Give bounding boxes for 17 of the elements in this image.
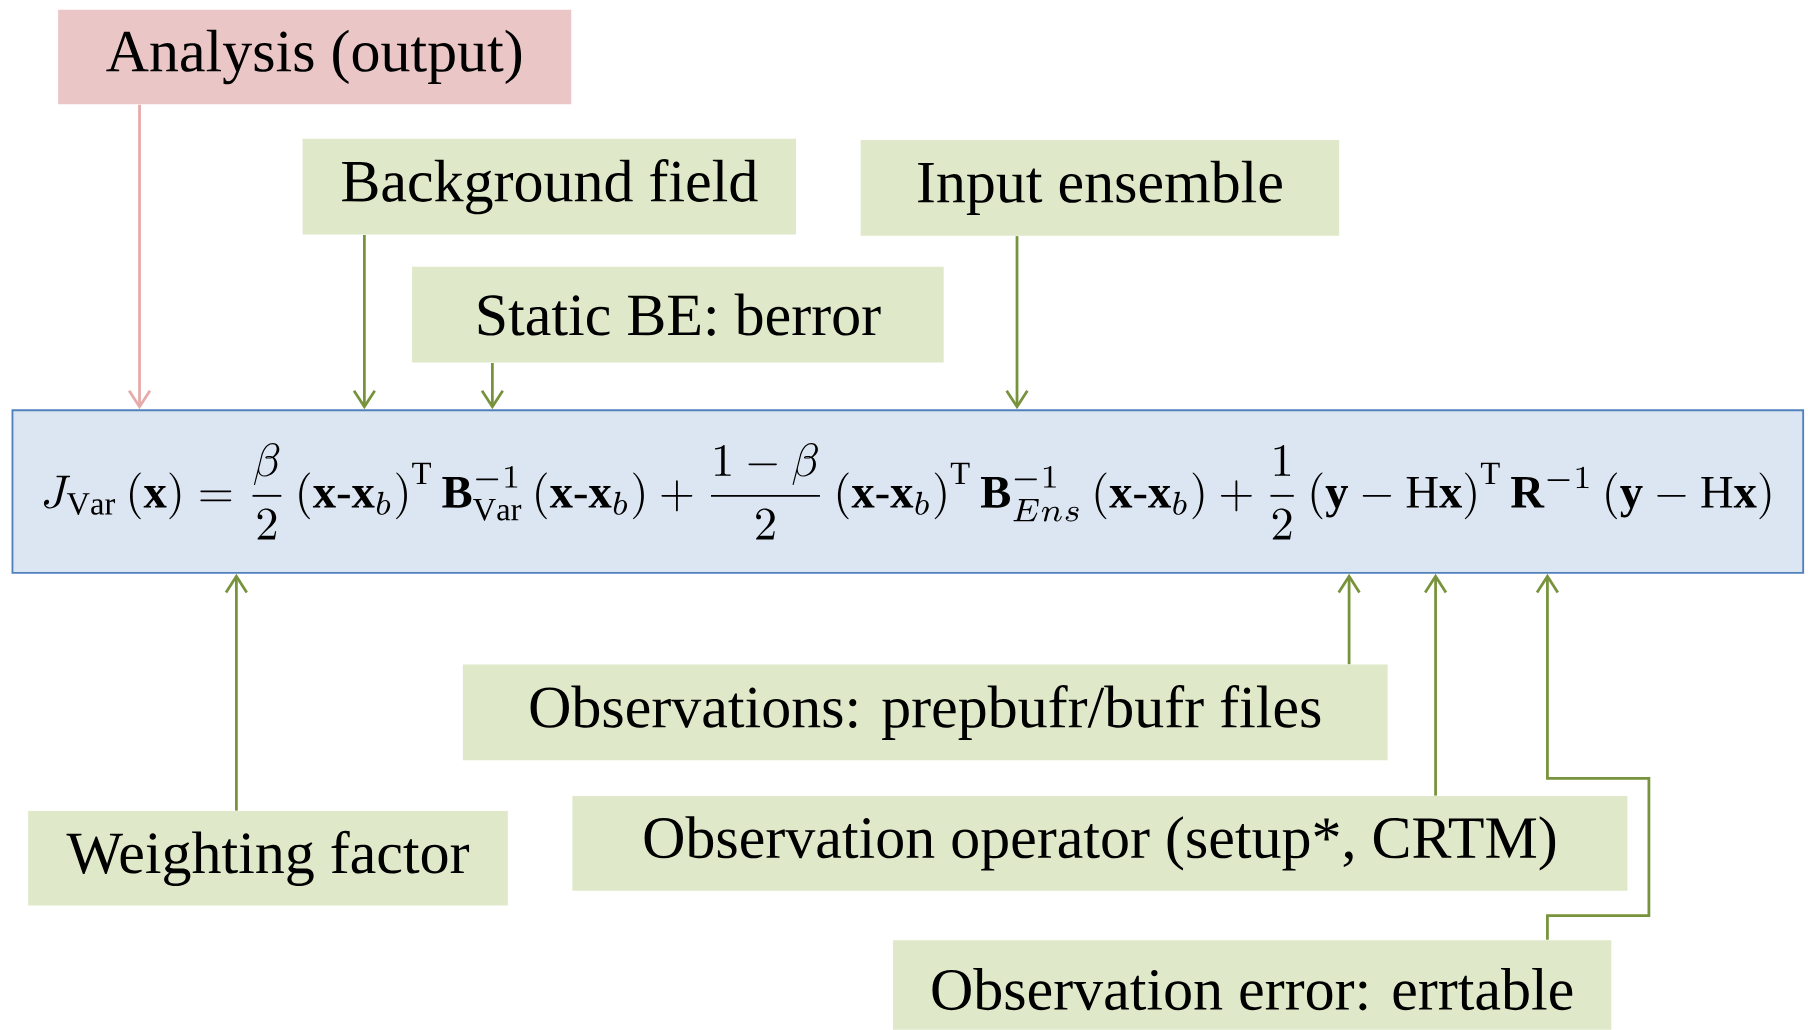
arrow — [480, 363, 504, 410]
label-box: Input ensemble — [860, 140, 1340, 236]
label-box: Static BE: berror — [412, 266, 944, 363]
arrow — [128, 104, 152, 410]
label-box: Analysis (output) — [58, 9, 572, 105]
label-box: Observations: prepbufr/bufr files — [462, 664, 1388, 761]
label-box: Weighting factor — [28, 811, 508, 906]
label-box: Observation operator (setup*, CRTM) — [572, 796, 1628, 891]
arrow — [1535, 573, 1651, 940]
label-box: Observation error: errtable — [892, 940, 1612, 1030]
formula-box: $J_{\mathrm{Var}}\left(\mathbf{x}\right)=\frac{\beta}{2}\left(\mathbf{x}\text{-}\mathbf{x}_{b}\right)^{\mathrm{T}}\mathbf{B}^{-1}_{\mathrm{Var}}\left(\mathbf{x}\text{-}\mathbf{x}_{b}\right)+\frac{1-\beta}{2}\left(\mathbf{x}\text{-}\mathbf{x}_{b}\right)^{\mathrm{T}}\mathbf{B}^{-1}_{Ens}\left(\mathbf{x}\text{-}\mathbf{x}_{b}\right)+\frac{1}{2}\left(\mathbf{y}-\mathrm{H}\mathbf{x}\right)^{\mathrm{T}}\mathbf{R}^{-1}\left(\mathbf{y}-\mathrm{H}\mathbf{x}\right)$ — [11, 409, 1805, 574]
arrow — [1424, 573, 1448, 796]
arrow — [1337, 573, 1361, 665]
arrow — [1005, 236, 1029, 410]
arrow — [224, 573, 248, 811]
label-box: Background field — [302, 139, 797, 235]
arrow — [352, 235, 376, 410]
